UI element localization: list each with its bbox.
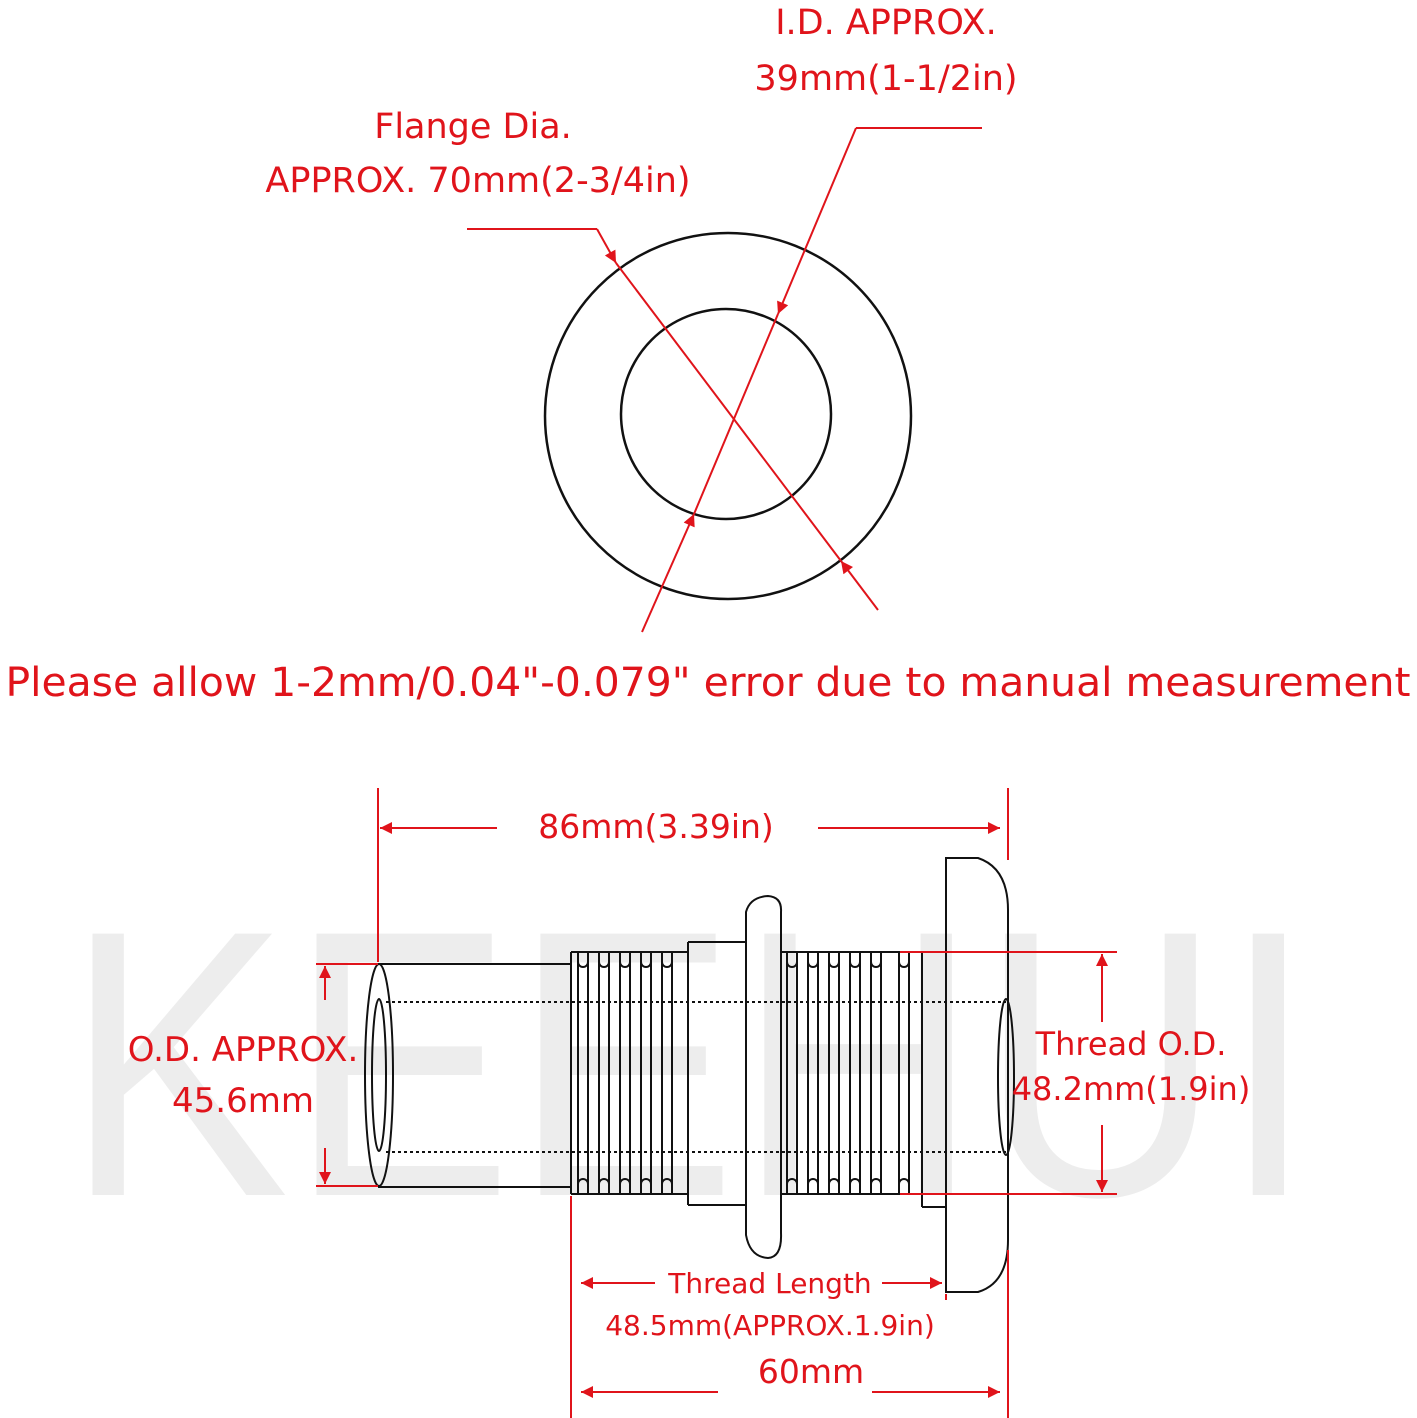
measurement-notice: Please allow 1-2mm/0.04"-0.079" error du… bbox=[6, 660, 1411, 706]
od-dimension bbox=[316, 963, 378, 1187]
flange-diameter-leader bbox=[467, 228, 879, 611]
bottom-extension-lines bbox=[570, 1196, 1009, 1418]
overall-length-label: 86mm(3.39in) bbox=[538, 807, 774, 846]
bottom-length-label: 60mm bbox=[758, 1352, 864, 1391]
smooth-tube bbox=[364, 963, 571, 1188]
id-label-line1: I.D. APPROX. bbox=[775, 3, 997, 43]
id-label-line2: 39mm(1-1/2in) bbox=[754, 59, 1017, 99]
inner-bore-hidden-lines bbox=[386, 1001, 1006, 1153]
left-thread-section bbox=[570, 942, 689, 1205]
thread-length-label-line1: Thread Length bbox=[667, 1267, 871, 1300]
overall-length-dimension bbox=[377, 788, 1009, 962]
top-view: I.D. APPROX. 39mm(1-1/2in) Flange Dia. A… bbox=[265, 3, 1018, 633]
inner-bore-circle bbox=[619, 307, 833, 521]
flange-outer-circle bbox=[543, 231, 913, 601]
thread-od-label-line1: Thread O.D. bbox=[1035, 1025, 1227, 1063]
side-view: 86mm(3.39in) O.D. APPROX. 45.6mm Thread … bbox=[128, 788, 1251, 1418]
flange-label-line2: APPROX. 70mm(2-3/4in) bbox=[265, 161, 690, 201]
od-label-line1: O.D. APPROX. bbox=[128, 1030, 359, 1070]
od-label-line2: 45.6mm bbox=[172, 1081, 314, 1121]
thread-od-dimension bbox=[900, 951, 1117, 1195]
thread-od-label-line2: 48.2mm(1.9in) bbox=[1012, 1070, 1251, 1108]
id-leader bbox=[641, 127, 982, 633]
flange-label-line1: Flange Dia. bbox=[374, 107, 572, 147]
flange-head bbox=[945, 857, 1015, 1293]
thread-length-label-line2: 48.5mm(APPROX.1.9in) bbox=[605, 1309, 935, 1342]
nut bbox=[688, 894, 783, 1260]
right-thread-section bbox=[781, 951, 946, 1208]
